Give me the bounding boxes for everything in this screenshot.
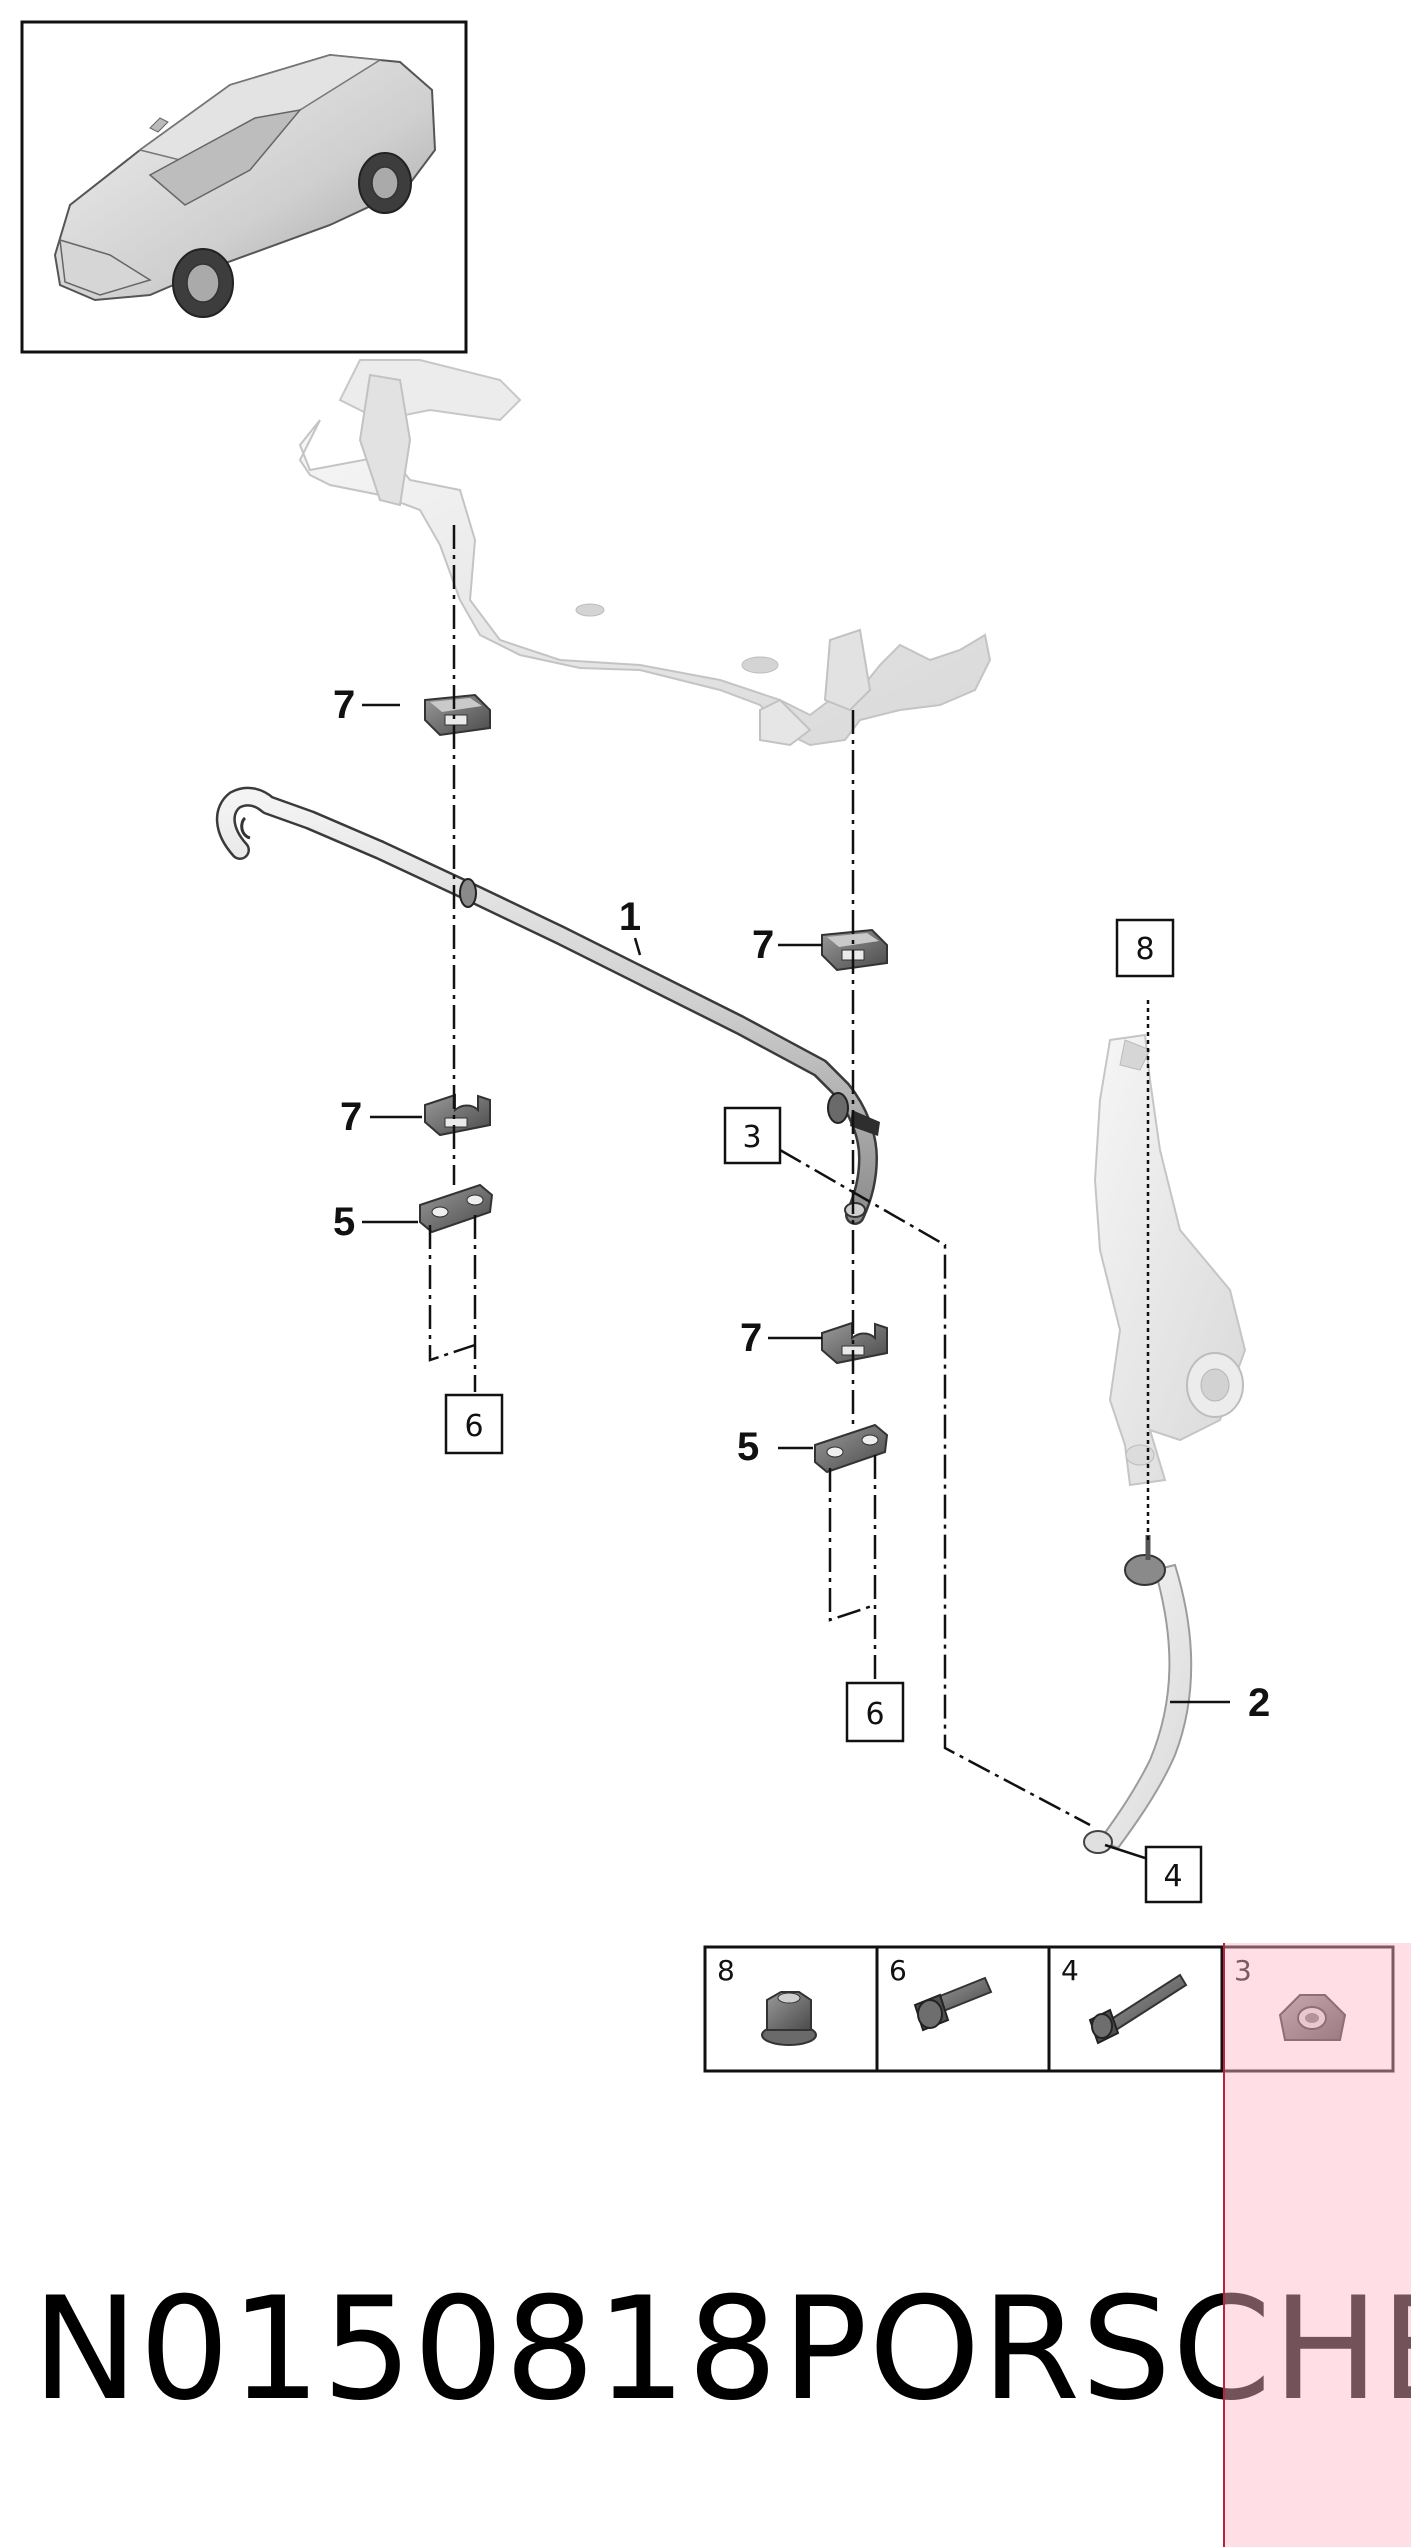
bushing-upper-left (424, 693, 491, 737)
bushing-lower-right (821, 1321, 888, 1365)
ref-bolt-left-label: 6 (464, 1409, 483, 1444)
hex-bolt-long-icon (1088, 1973, 1188, 2045)
hardware-cell-short-bolt[interactable]: 6 (889, 1954, 993, 2032)
mount-bracket-left (419, 1183, 494, 1234)
stabilizer-bar (215, 786, 880, 1225)
vehicle-thumbnail (20, 20, 468, 354)
ref-nut-top-label: 3 (742, 1120, 761, 1155)
brand-name: PORSCHE (782, 2267, 1411, 2432)
leader-lines (362, 703, 1230, 1704)
hardware-table: 8 6 4 3 (703, 1945, 1395, 2073)
ref-box-nut-top[interactable]: 3 (723, 1106, 782, 1165)
ref-rod-bolt-label: 4 (1163, 1859, 1182, 1894)
wheel-carrier (1093, 1033, 1247, 1487)
ref-box-knuckle-nut[interactable]: 8 (1115, 918, 1175, 978)
ref-box-rod-bolt[interactable]: 4 (1144, 1845, 1203, 1904)
hardware-cell-flange-nut-highlighted[interactable]: 3 (1234, 1954, 1347, 2041)
flange-nut-icon (761, 1991, 817, 2046)
flange-nut-icon (1278, 1994, 1347, 2041)
callout-mount-bracket-left: 5 (333, 1200, 355, 1244)
callout-coupling-rod: 2 (1248, 1681, 1270, 1725)
bushing-upper-right (821, 928, 888, 972)
hex-bolt-short-icon (913, 1976, 993, 2032)
ref-knuckle-nut-label: 8 (1135, 932, 1154, 967)
hardware-number-label: 3 (1234, 1954, 1252, 1987)
callout-bushing-upper-right: 7 (752, 923, 774, 967)
callout-bushing-upper-left: 7 (333, 683, 355, 727)
ref-box-bolt-right[interactable]: 6 (845, 1681, 905, 1743)
boxed-references: 6 6 3 8 4 (444, 918, 1203, 1904)
car-illustration (53, 53, 437, 318)
callout-mount-bracket-right: 5 (737, 1425, 759, 1469)
hardware-cell-long-bolt[interactable]: 4 (1061, 1954, 1188, 2045)
coupling-rod (1083, 1535, 1193, 1854)
diagram-part-number: N0150818 (32, 2267, 779, 2432)
mount-bracket-right (814, 1423, 889, 1474)
hardware-number-label: 6 (889, 1954, 907, 1987)
rear-axle-subframe (298, 359, 992, 747)
ref-bolt-right-label: 6 (865, 1697, 884, 1732)
hardware-number-label: 4 (1061, 1954, 1079, 1987)
callout-labels: 1 2 5 5 7 7 7 7 (333, 683, 1270, 1725)
hardware-cell-flange-nut[interactable]: 8 (717, 1954, 817, 2046)
callout-stabilizer-bar: 1 (619, 895, 641, 939)
assembly-lines (428, 525, 1150, 1860)
hardware-number-label: 8 (717, 1954, 735, 1987)
callout-bushing-lower-right: 7 (740, 1316, 762, 1360)
callout-bushing-lower-left: 7 (340, 1095, 362, 1139)
bushing-lower-left (424, 1093, 491, 1137)
ref-box-bolt-left[interactable]: 6 (444, 1393, 504, 1455)
